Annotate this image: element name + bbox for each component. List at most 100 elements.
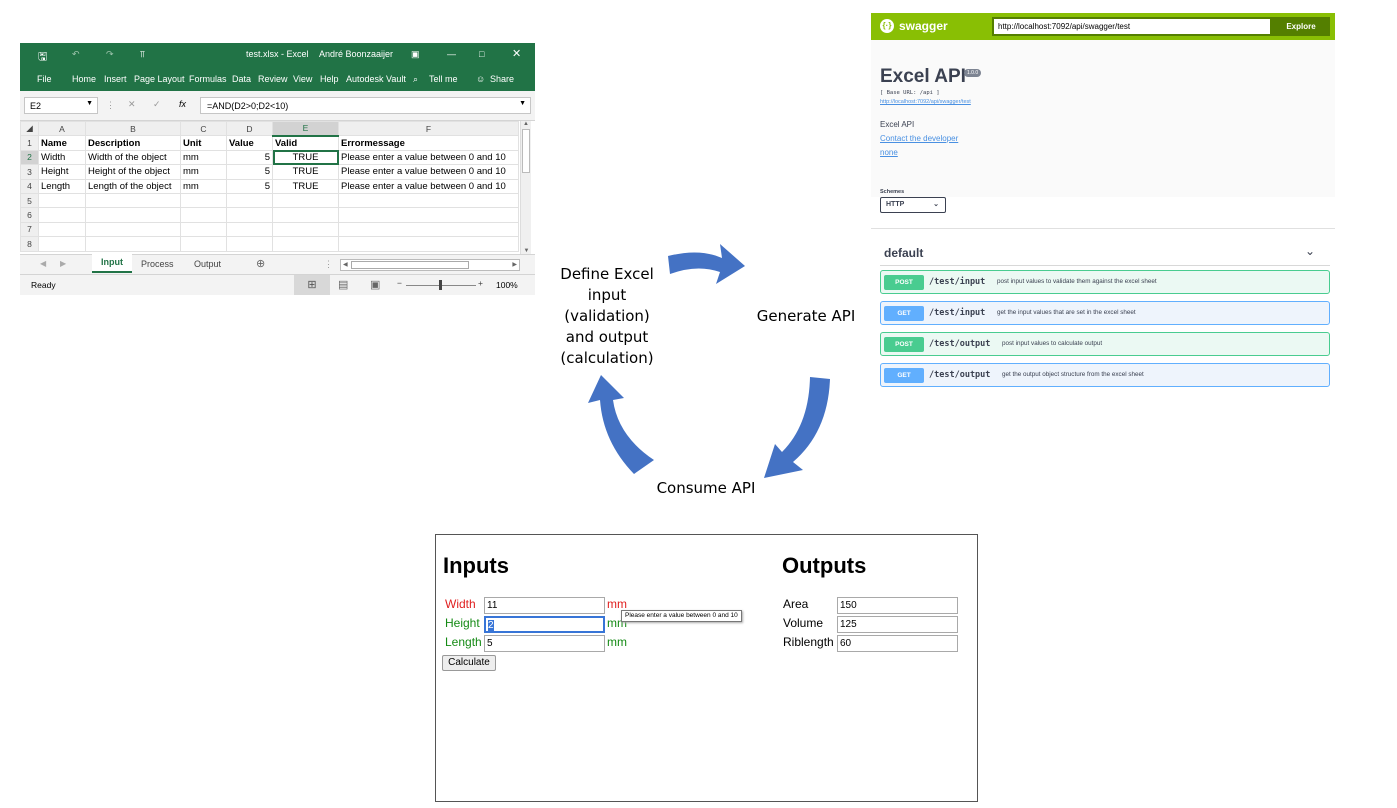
select-all-corner[interactable]: ◢ [20,120,39,137]
redo-icon[interactable]: ↷ [106,49,114,59]
row-number[interactable]: 3 [20,164,39,180]
zoom-slider[interactable] [406,280,476,290]
spec-url-input[interactable]: http://localhost:7092/api/swagger/test [992,17,1272,36]
row-number[interactable]: 8 [20,236,39,252]
cell[interactable] [85,207,181,223]
cell[interactable]: Please enter a value between 0 and 10 [338,149,519,166]
column-header[interactable]: C [180,120,227,137]
cell[interactable]: Length [38,178,86,194]
cancel-icon[interactable]: ✕ [128,99,136,109]
name-box[interactable]: E2 ▼ [24,97,98,114]
cell[interactable] [226,207,273,223]
cell[interactable] [338,221,519,238]
save-icon[interactable]: 🖫 [38,51,48,63]
cell[interactable]: mm [180,178,227,194]
row-number[interactable]: 7 [20,221,39,238]
horizontal-scrollbar[interactable]: ◀ ▶ [340,259,520,271]
operation-post-test-output[interactable]: POST /test/output post input values to c… [880,332,1330,356]
contact-link[interactable]: Contact the developer [880,134,959,143]
scroll-left-icon[interactable]: ◀ [343,262,348,268]
tab-autodesk-vault[interactable]: Autodesk Vault [346,74,406,84]
normal-view-button[interactable]: ⊞ [294,275,330,295]
tell-me-box[interactable]: Tell me [429,74,458,84]
scheme-select[interactable]: HTTP ⌄ [880,197,946,213]
cell[interactable]: Please enter a value between 0 and 10 [338,178,519,194]
cell[interactable] [338,207,519,223]
tab-help[interactable]: Help [320,74,339,84]
zoom-slider-thumb[interactable] [439,280,442,290]
cell[interactable]: 5 [226,164,273,180]
cell[interactable]: Description [85,135,181,151]
license-link[interactable]: none [880,148,898,157]
cell[interactable] [38,192,86,209]
vertical-scrollbar[interactable]: ▲ ▼ [520,121,531,254]
zoom-level[interactable]: 100% [496,280,518,290]
cell[interactable] [272,221,339,238]
cell[interactable] [226,221,273,238]
cell[interactable] [272,207,339,223]
cell[interactable] [272,236,339,252]
column-header[interactable]: E [272,120,339,137]
ribbon-display-icon[interactable]: ▣ [411,49,420,59]
cell[interactable] [38,236,86,252]
section-title[interactable]: default [884,246,924,260]
column-header[interactable]: B [85,120,181,137]
tab-sheet-output[interactable]: Output [194,259,222,269]
tab-data[interactable]: Data [232,74,252,84]
tab-sheet-process[interactable]: Process [141,259,174,269]
tab-home[interactable]: Home [72,74,97,84]
share-button[interactable]: Share [490,74,515,84]
row-number[interactable]: 6 [20,207,39,223]
cell[interactable] [38,207,86,223]
enter-icon[interactable]: ✓ [153,99,161,109]
cell[interactable]: 5 [226,149,273,166]
zoom-in-icon[interactable]: + [478,278,483,288]
cell[interactable]: Errormessage [338,135,519,151]
cell[interactable] [226,236,273,252]
selected-cell[interactable]: TRUE [272,149,339,166]
cell[interactable] [180,236,227,252]
cell[interactable] [85,221,181,238]
column-header[interactable]: F [338,120,519,137]
close-icon[interactable]: ✕ [512,48,522,60]
prev-sheet-icon[interactable]: ◀ [40,259,47,268]
cell[interactable]: 5 [226,178,273,194]
cell[interactable]: Unit [180,135,227,151]
scroll-down-icon[interactable]: ▼ [523,248,530,254]
operation-get-test-input[interactable]: GET /test/input get the input values tha… [880,301,1330,325]
cell[interactable]: TRUE [272,164,339,180]
zoom-out-icon[interactable]: − [397,278,402,288]
tab-formulas[interactable]: Formulas [189,74,227,84]
tab-insert[interactable]: Insert [104,74,127,84]
width-input[interactable]: 11 [484,597,605,614]
user-name[interactable]: André Boonzaaijer [319,49,394,59]
insert-function-icon[interactable]: fx [179,99,187,109]
add-sheet-icon[interactable]: ⊕ [256,258,266,270]
section-collapse-icon[interactable]: ⌄ [1305,244,1316,258]
tab-view[interactable]: View [293,74,313,84]
row-number[interactable]: 4 [20,178,39,194]
cell[interactable]: Width [38,149,86,166]
cell[interactable]: Value [226,135,273,151]
next-sheet-icon[interactable]: ▶ [60,259,67,268]
scrollbar-thumb[interactable] [522,129,530,173]
cell[interactable] [338,192,519,209]
cell[interactable]: Please enter a value between 0 and 10 [338,164,519,180]
tab-page-layout[interactable]: Page Layout [134,74,185,84]
cell[interactable] [85,236,181,252]
cell[interactable] [180,207,227,223]
cell[interactable] [338,236,519,252]
explore-button[interactable]: Explore [1272,17,1330,36]
spec-link[interactable]: http://localhost:7092/api/swagger/test [880,99,971,105]
cell[interactable]: mm [180,149,227,166]
row-number[interactable]: 5 [20,192,39,209]
customize-toolbar-icon[interactable]: ⫪ [140,49,146,59]
cell[interactable] [85,192,181,209]
scrollbar-thumb[interactable] [351,261,469,269]
cell[interactable]: TRUE [272,178,339,194]
cell[interactable]: Valid [272,135,339,151]
tab-sheet-input[interactable]: Input [92,254,132,273]
tab-file[interactable]: File [37,74,52,84]
expand-formula-icon[interactable]: ▼ [519,100,526,107]
calculate-button[interactable]: Calculate [442,655,496,671]
